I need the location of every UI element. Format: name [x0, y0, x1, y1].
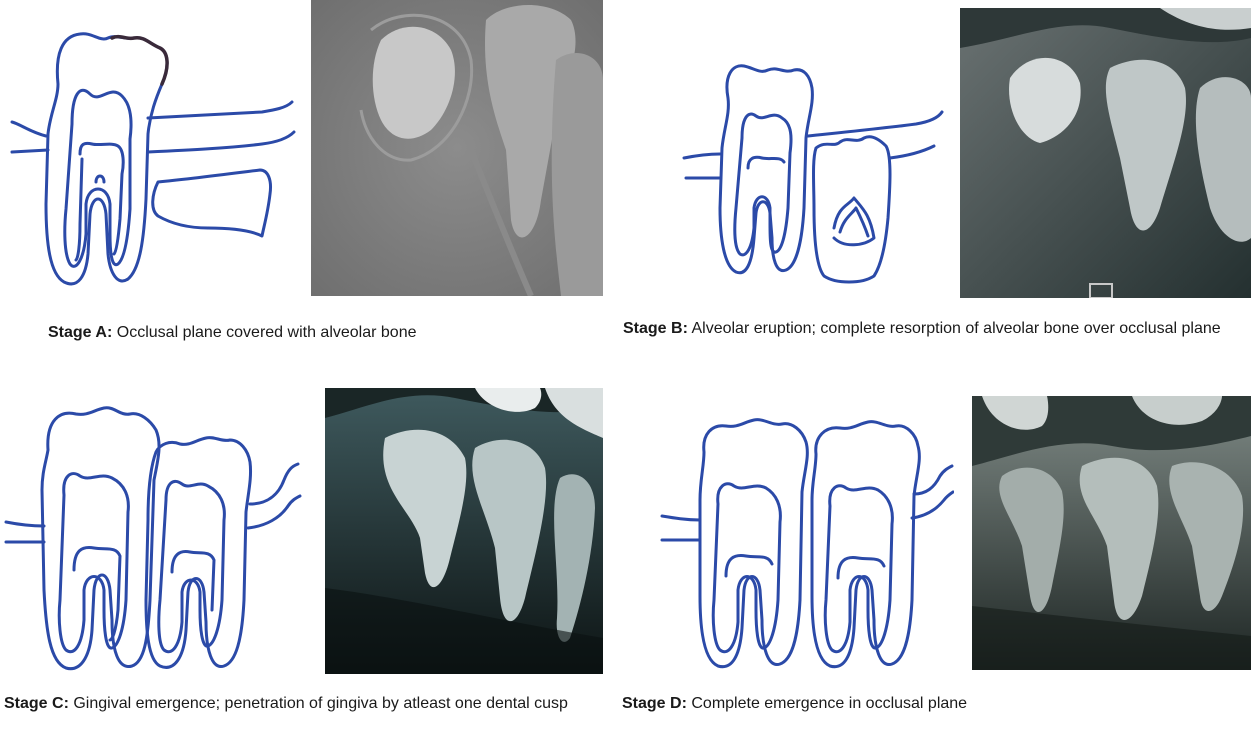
stage-d-description: Complete emergence in occlusal plane — [691, 695, 967, 712]
stage-a-caption: Stage A: Occlusal plane covered with alv… — [48, 322, 588, 343]
stage-d-radiograph — [972, 396, 1251, 670]
stage-a-radiograph — [311, 0, 603, 296]
stage-b-drawing — [676, 28, 951, 293]
stage-b-label: Stage B: — [623, 320, 688, 337]
stage-d-label: Stage D: — [622, 695, 687, 712]
stage-b-caption: Stage B: Alveolar eruption; complete res… — [623, 318, 1248, 339]
stage-c-radiograph — [325, 388, 603, 674]
stage-a-description: Occlusal plane covered with alveolar bon… — [117, 324, 417, 341]
stage-d-tooth-illustration — [654, 400, 954, 680]
stage-c-description: Gingival emergence; penetration of gingi… — [73, 695, 568, 712]
stage-a-drawing — [0, 14, 300, 299]
stage-c-caption: Stage C: Gingival emergence; penetration… — [4, 693, 604, 714]
stage-b-description: Alveolar eruption; complete resorption o… — [691, 320, 1220, 337]
stage-a-label: Stage A: — [48, 324, 112, 341]
stage-b-tooth-illustration — [676, 28, 951, 293]
stage-d-caption: Stage D: Complete emergence in occlusal … — [622, 693, 1222, 714]
stage-b-radiograph — [960, 8, 1251, 298]
stage-c-label: Stage C: — [4, 695, 69, 712]
stage-c-drawing — [0, 400, 310, 682]
stage-a-tooth-illustration — [0, 14, 300, 299]
stage-d-drawing — [654, 400, 954, 680]
stage-c-tooth-illustration — [0, 400, 310, 682]
